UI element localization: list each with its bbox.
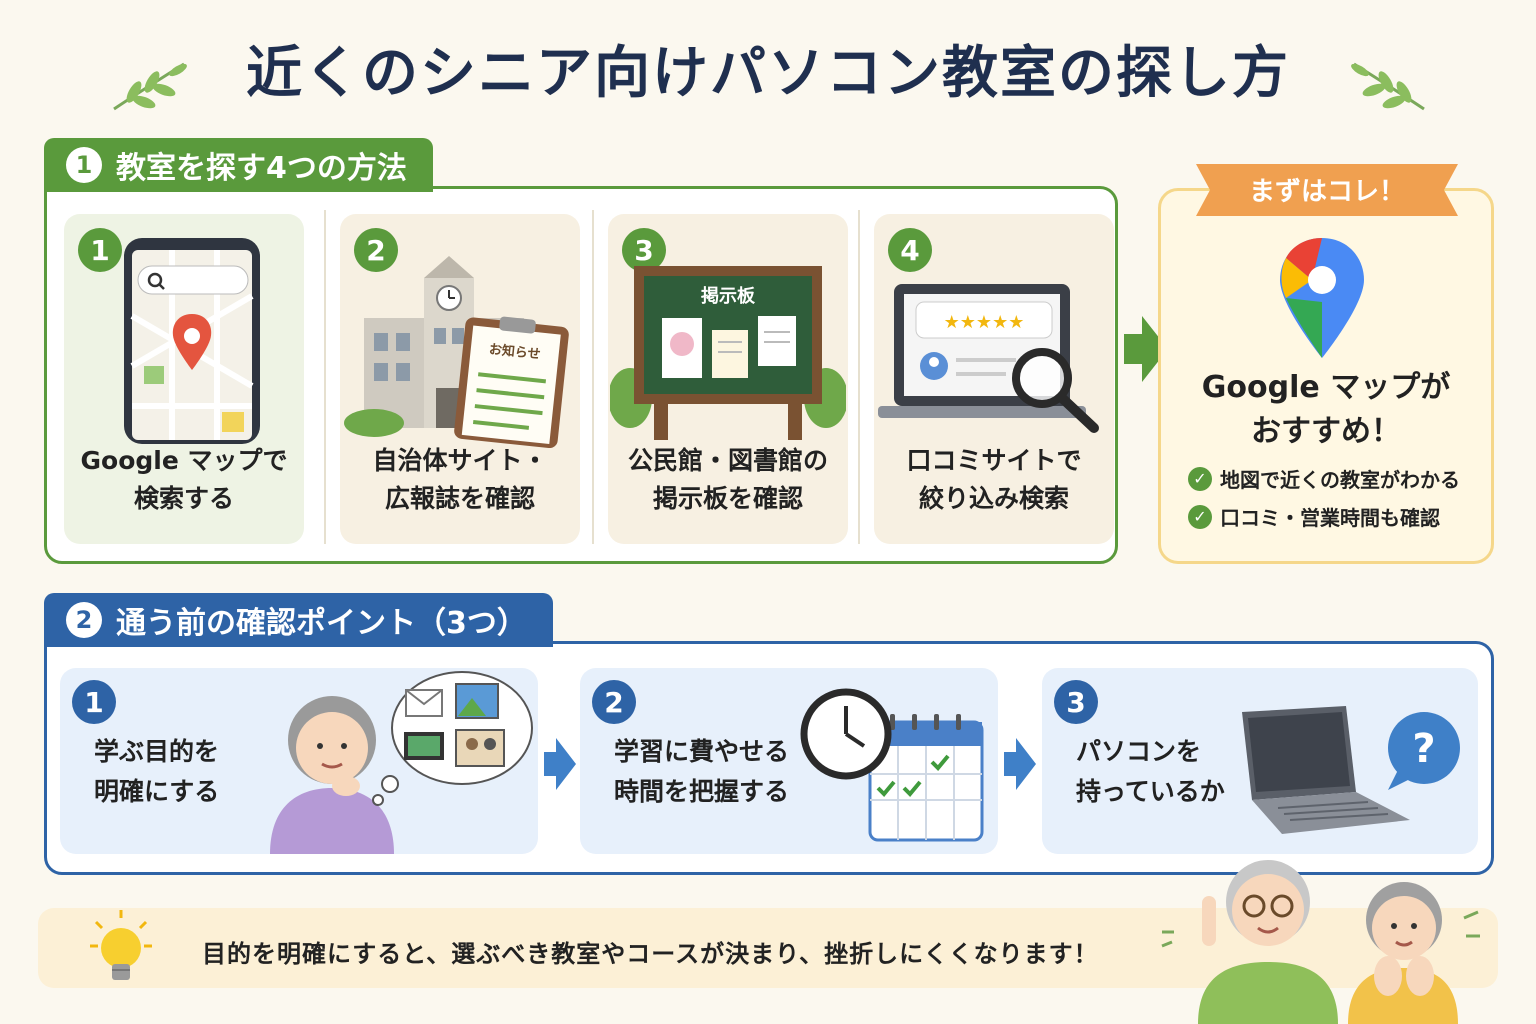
- senior-couple-icon: [1161, 860, 1480, 1024]
- method-label: 口コミサイトで 絞り込み検索: [906, 446, 1082, 513]
- method-card-bulletin: 3 掲示板 公民館・図書館の 掲示板を確認: [608, 214, 848, 544]
- arrow-right-icon: [544, 738, 576, 790]
- thinking-senior-woman-icon: [270, 671, 533, 854]
- smartphone-map-icon: [124, 238, 260, 444]
- recommend-message: Google マップが おすすめ！: [1201, 370, 1451, 449]
- svg-text:★★★★★: ★★★★★: [944, 312, 1025, 333]
- clock-calendar-icon: [800, 688, 984, 842]
- recommend-check-item: ✓ 口コミ・営業時間も確認: [1188, 502, 1440, 531]
- checkpoint-number: 3: [1054, 680, 1098, 724]
- method-card-google-maps: 1 Google マップで 検索する: [64, 214, 304, 544]
- method-card-municipal: 2 お知らせ 自治体サイト・ 広報誌を確認: [340, 214, 580, 544]
- tip-message: 目的を明確にすると、選ぶべき教室やコースが決まり、挫折しにくくなります！: [202, 940, 1099, 968]
- checkpoint-card-time: 2 学習に費やせる 時間を把握する: [580, 668, 998, 854]
- google-maps-pin-icon: [1280, 238, 1364, 358]
- checkpoint-label: 学習に費やせる 時間を把握する: [614, 737, 790, 806]
- section1-heading: 1 教室を探す4つの方法: [44, 138, 433, 192]
- divider: [858, 210, 860, 544]
- method-number: 4: [888, 228, 932, 272]
- checkpoint-card-purpose: 1 学ぶ目的を 明確にする: [60, 668, 538, 854]
- checkpoint-number: 2: [592, 680, 636, 724]
- svg-text:?: ?: [1412, 726, 1435, 772]
- leaf-decoration-icon: [113, 62, 187, 111]
- method-number: 1: [78, 228, 122, 272]
- method-number: 3: [622, 228, 666, 272]
- ribbon-banner: まずはコレ！: [1196, 164, 1458, 216]
- divider: [592, 210, 594, 544]
- laptop-review-search-icon: ★★★★★: [878, 284, 1099, 433]
- svg-text:まずはコレ！: まずはコレ！: [1249, 177, 1405, 207]
- leaf-decoration-icon: [1351, 62, 1425, 111]
- section1-number: 1: [66, 147, 102, 183]
- method-label: 公民館・図書館の 掲示板を確認: [627, 446, 828, 513]
- svg-text:お知らせ: お知らせ: [488, 341, 541, 362]
- checkpoint-card-pc: 3 パソコンを 持っているか ?: [1042, 668, 1478, 854]
- page-title: 近くのシニア向けパソコン教室の探し方: [246, 41, 1290, 106]
- method-label: Google マップで 検索する: [80, 446, 288, 513]
- section1-title: 教室を探す4つの方法: [116, 151, 407, 186]
- checkpoint-label: 学ぶ目的を 明確にする: [94, 737, 220, 806]
- checkpoint-label: パソコンを 持っているか: [1076, 737, 1225, 806]
- city-hall-newsletter-icon: お知らせ: [344, 256, 569, 448]
- checkpoint-number: 1: [72, 680, 116, 724]
- svg-text:掲示板: 掲示板: [701, 285, 756, 307]
- method-label: 自治体サイト・ 広報誌を確認: [372, 446, 548, 513]
- divider: [324, 210, 326, 544]
- recommend-check-item: ✓ 地図で近くの教室がわかる: [1188, 464, 1460, 493]
- method-number: 2: [354, 228, 398, 272]
- method-card-review-site: 4 ★★★★★ 口コミサイトで 絞り込み検索: [874, 214, 1114, 544]
- check-icon: ✓: [1188, 504, 1212, 529]
- lightbulb-icon: [90, 910, 152, 980]
- section2-heading: 2 通う前の確認ポイント（3つ）: [44, 593, 553, 647]
- section2-number: 2: [66, 602, 102, 638]
- check-icon: ✓: [1188, 466, 1212, 491]
- arrow-right-icon: [1124, 316, 1168, 382]
- bulletin-board-icon: 掲示板: [610, 266, 846, 440]
- arrow-right-icon: [1004, 738, 1036, 790]
- laptop-question-icon: ?: [1242, 706, 1460, 834]
- section2-title: 通う前の確認ポイント（3つ）: [116, 606, 527, 641]
